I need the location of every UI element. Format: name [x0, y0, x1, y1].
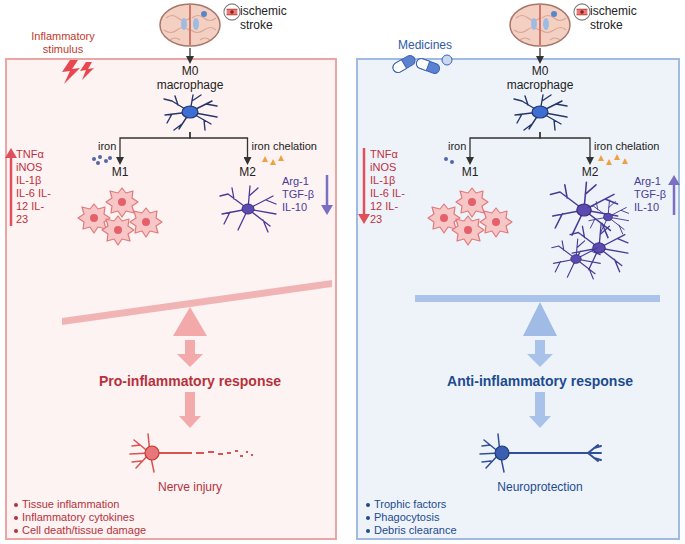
stimulus-label: Inflammatory stimulus — [28, 30, 98, 56]
vessel-inset — [574, 4, 590, 20]
bullet-dot — [366, 516, 370, 520]
bullet-text: Trophic factors — [374, 498, 446, 511]
bullet-text: Debris clearance — [374, 524, 457, 537]
node-label: Pro-inflammatory response — [50, 372, 330, 390]
macrophage-m0: M0 macrophage — [150, 64, 230, 132]
node-label: Nerve injury — [120, 480, 260, 494]
response-heading: Anti-inflammatory response — [400, 370, 680, 392]
broad-arrow — [185, 392, 195, 416]
bullet-text: Phagocytosis — [374, 511, 439, 524]
branch-arrow — [539, 48, 540, 56]
edge-label: iron chelation — [594, 140, 659, 153]
bullet-dot — [14, 529, 18, 533]
cytokine-list: TNFα iNOS IL-1β IL-6 IL-12 IL-23 — [370, 148, 406, 226]
node-label: M1 — [70, 165, 170, 179]
brain-drawing — [160, 4, 220, 46]
node-label: M0 macrophage — [154, 64, 226, 92]
bullet-dot — [366, 503, 370, 507]
node-label: ischemic stroke — [590, 4, 646, 32]
node-label: M2 — [210, 165, 285, 179]
branch-arrow — [189, 48, 190, 56]
brain-drawing — [510, 4, 570, 46]
bullet-dot — [366, 529, 370, 533]
marker-list: Arg-1 TGF-β IL-10 — [634, 175, 672, 214]
macrophage-m0: M0 macrophage — [500, 64, 580, 132]
edge-label: iron chelation — [252, 140, 317, 153]
marker-list: Arg-1 TGF-β IL-10 — [282, 175, 322, 214]
node-label: ischemic stroke — [240, 4, 296, 32]
cytokine-list: TNFα iNOS IL-1β IL-6 IL-12 IL-23 — [16, 148, 52, 226]
node-label: M2 — [545, 165, 635, 179]
response-heading: Pro-inflammatory response — [50, 370, 330, 392]
medicine-label: Medicines — [398, 38, 452, 52]
edge-label: iron — [98, 140, 116, 153]
bullet-text: Inflammatory cytokines — [22, 511, 134, 524]
bullet-text: Tissue inflammation — [22, 498, 119, 511]
bullet-dot — [14, 516, 18, 520]
inflammation-panel: Tissue inflammationInflammatory cytokine… — [5, 58, 337, 540]
node-label: M0 macrophage — [504, 64, 576, 92]
node-label: M1 — [420, 165, 520, 179]
bullet-text: Cell death/tissue damage — [22, 524, 146, 537]
node-label: Neuroprotection — [470, 480, 610, 494]
vessel-inset — [224, 4, 240, 20]
edge-label: iron — [448, 140, 466, 153]
node-label: Anti-inflammatory response — [400, 372, 680, 390]
bullet-dot — [14, 503, 18, 507]
broad-arrow — [535, 392, 545, 416]
